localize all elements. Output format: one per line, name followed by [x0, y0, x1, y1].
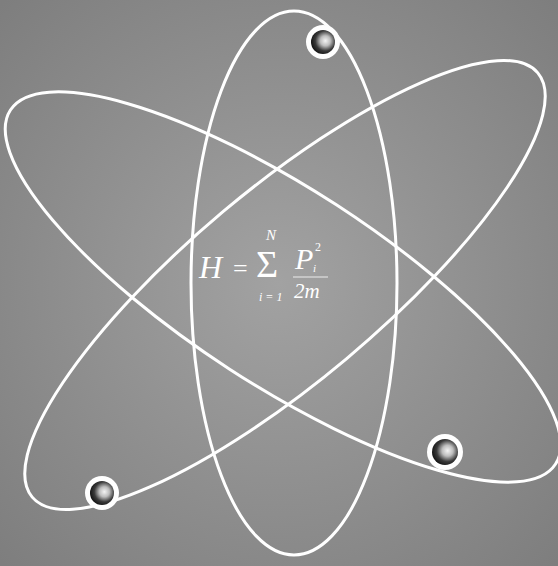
formula-denominator: 2m [294, 281, 320, 302]
formula-symbol: H [199, 251, 222, 283]
formula-limit: N [266, 228, 276, 243]
orbit [191, 11, 397, 555]
formula-subscript: i [313, 263, 316, 274]
orbit [0, 28, 558, 546]
formula-symbol: Σ [256, 245, 278, 283]
formula-symbol: P [295, 244, 313, 274]
electron [85, 476, 119, 510]
formula-superscript: 2 [315, 241, 321, 253]
electron [306, 25, 340, 59]
electron [427, 434, 463, 470]
fraction-bar [293, 276, 328, 277]
formula-limit: i = 1 [259, 291, 282, 303]
formula-operator: = [233, 256, 248, 282]
